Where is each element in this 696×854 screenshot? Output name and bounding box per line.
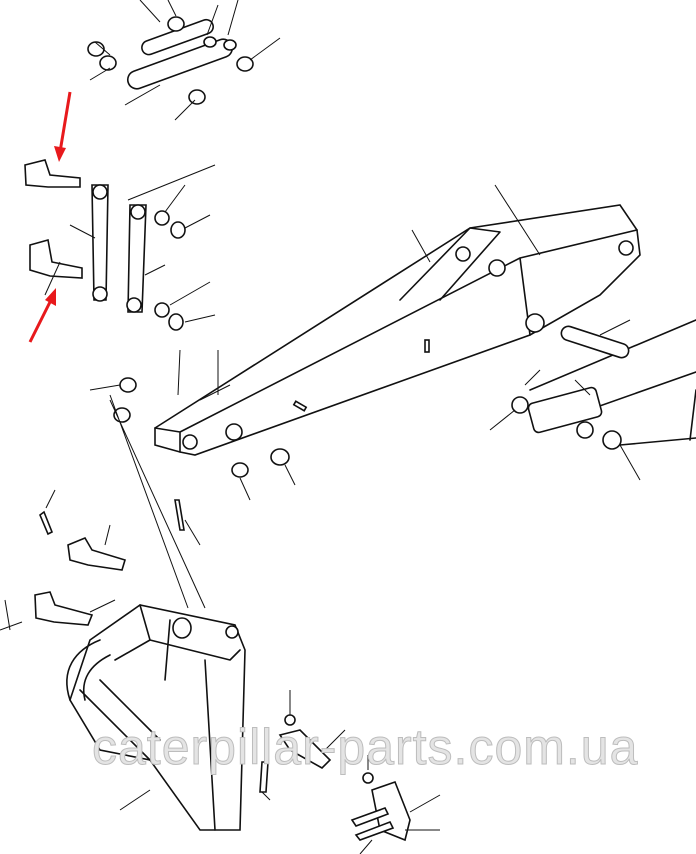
pin-group-left xyxy=(24,159,83,296)
bucket xyxy=(66,394,246,831)
watermark: caterpillar-parts.com.ua xyxy=(91,719,639,776)
stick-arm xyxy=(154,184,641,456)
link-bars xyxy=(69,164,216,331)
bucket-pins xyxy=(0,489,201,631)
teeth-and-bolts xyxy=(259,690,441,854)
boom-end xyxy=(489,319,696,481)
top-linkage-group xyxy=(87,0,281,121)
red-arrow-upper xyxy=(58,91,72,153)
red-arrow-upper-head xyxy=(54,146,66,162)
red-arrow-lower xyxy=(28,297,54,343)
red-arrow-lower-head xyxy=(45,288,56,306)
bushings xyxy=(89,349,296,501)
